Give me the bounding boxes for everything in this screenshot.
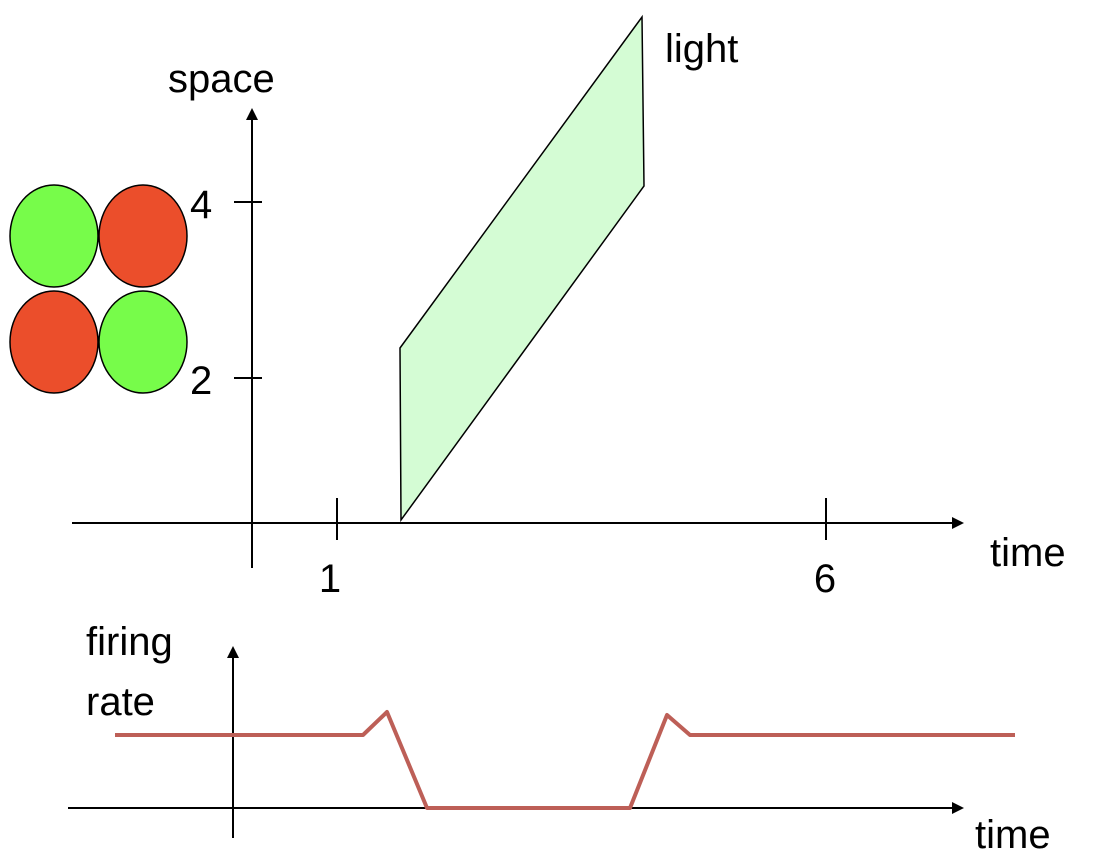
x-tick-label-1: 1 bbox=[319, 557, 341, 601]
light-label: light bbox=[665, 27, 738, 71]
space-axis-label: space bbox=[168, 57, 275, 101]
firing-rate-plot: firing rate time bbox=[68, 620, 1051, 857]
rf-bottom-right-on bbox=[98, 290, 188, 394]
receptive-field bbox=[9, 184, 188, 394]
y-tick-label-2: 2 bbox=[190, 359, 212, 403]
rf-bottom-left-off bbox=[9, 290, 99, 394]
light-stimulus-band bbox=[399, 14, 645, 523]
space-time-plot: space light 4 2 1 6 time bbox=[72, 14, 1066, 601]
firing-label-line1: firing bbox=[86, 620, 173, 664]
x-tick-label-6: 6 bbox=[814, 557, 836, 601]
firing-label-line2: rate bbox=[86, 680, 155, 724]
y-tick-label-4: 4 bbox=[190, 183, 212, 227]
rf-top-left-on bbox=[9, 184, 99, 288]
rf-top-right-off bbox=[98, 184, 188, 288]
firing-rate-trace bbox=[115, 710, 1015, 810]
time-axis-label-top: time bbox=[990, 531, 1066, 575]
time-axis-label-bottom: time bbox=[975, 813, 1051, 857]
